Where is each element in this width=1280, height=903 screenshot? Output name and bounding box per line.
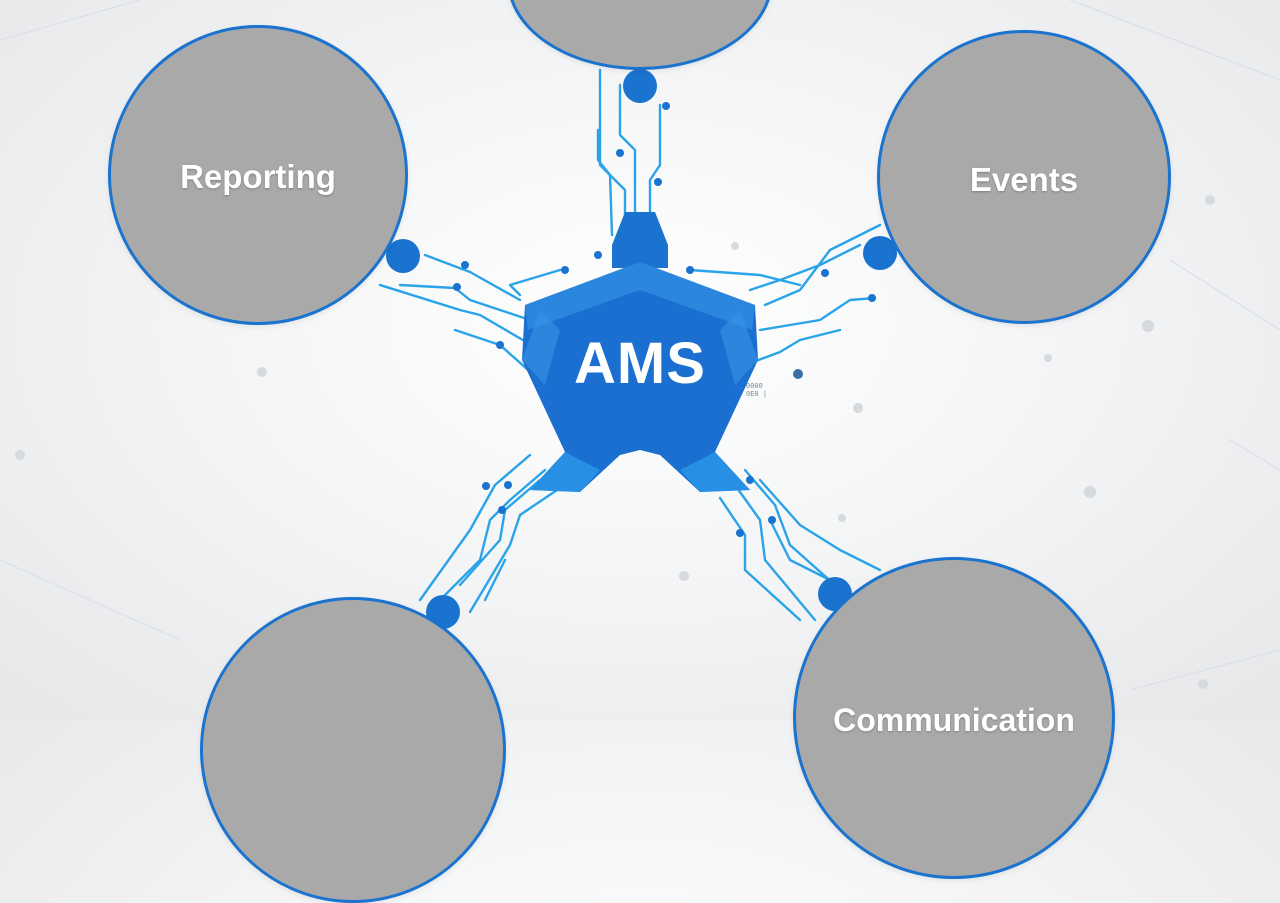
ams-hub-label: AMS [574,331,706,396]
events-node-label: Events [969,161,1079,198]
tiny-text-line-1: 0000 [746,382,763,390]
bottom-left-node [200,597,506,903]
decorative-tiny-text: 0000 0E0 | [746,382,767,398]
reporting-node-label: Reporting [180,158,336,195]
circuit-traces [0,0,1280,691]
events-node: Events [877,30,1171,324]
ams-hub-shape [522,212,758,492]
reporting-node: Reporting [108,25,408,325]
communication-node: Communication [793,557,1115,879]
tiny-text-line-2: 0E0 | [746,390,768,398]
communication-node-label: Communication [833,702,1075,738]
